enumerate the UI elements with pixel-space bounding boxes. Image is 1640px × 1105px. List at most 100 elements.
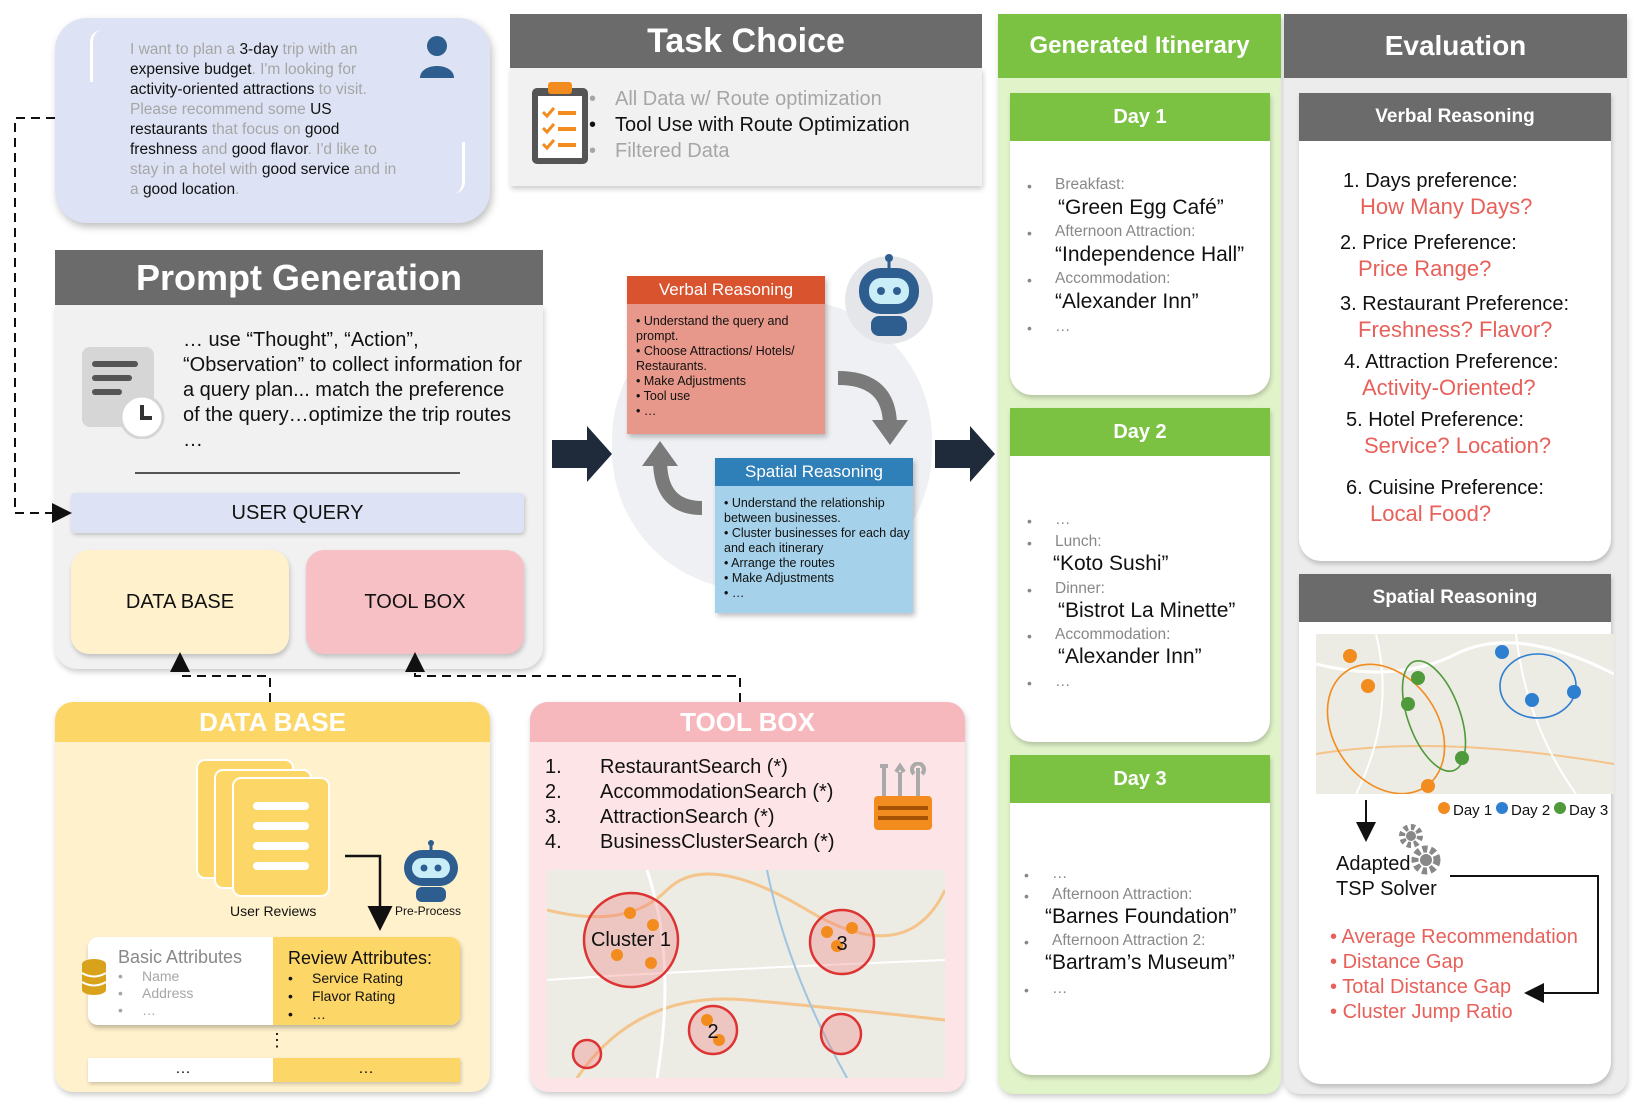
itinerary-label: … (1055, 511, 1071, 528)
divider (135, 472, 460, 474)
tool-restaurant-search: RestaurantSearch (*) (600, 756, 788, 778)
bullet: • (1027, 272, 1032, 288)
review-attributes-list: Service Rating Flavor Rating … (288, 969, 403, 1023)
review-attributes-title: Review Attributes: (288, 948, 433, 968)
flow-arrow-right (552, 426, 612, 482)
metric-cluster-jump-ratio: • Cluster Jump Ratio (1330, 1001, 1513, 1023)
preference-answer: Activity-Oriented? (1362, 375, 1536, 400)
toolbox-panel-title: TOOL BOX (530, 702, 965, 742)
query-highlight: good freshness (130, 121, 340, 158)
verbal-reasoning-title: Verbal Reasoning (627, 276, 825, 304)
cluster-3: 3 (808, 908, 876, 976)
preference-question: 3. Restaurant Preference: (1340, 293, 1570, 315)
query-text-segment: I want to plan a (130, 41, 240, 58)
itinerary-label: Breakfast: (1055, 176, 1125, 193)
task-option-filtered-data[interactable]: Filtered Data (589, 140, 729, 163)
itinerary-label: Afternoon Attraction: (1052, 886, 1193, 903)
list-item: • Tool use (636, 389, 691, 403)
query-text-segment: and (197, 141, 232, 158)
robot-icon (845, 254, 933, 344)
itinerary-value: “Alexander Inn” (1058, 645, 1202, 668)
user-query-text: I want to plan a 3-day trip with an expe… (130, 40, 398, 200)
list-item: • Cluster businesses for each day and ea… (724, 526, 910, 555)
itinerary-label: Lunch: (1055, 533, 1102, 550)
cluster-label: 3 (836, 933, 847, 955)
bullet: • (1027, 628, 1032, 644)
query-text-segment: that focus on (207, 121, 305, 138)
day-2-route (1495, 645, 1581, 719)
toolbox-box: TOOL BOX (306, 550, 524, 654)
bullet: • (1027, 582, 1032, 598)
query-text-segment: . I'm looking for (251, 61, 357, 78)
tool-number: 4. (545, 831, 562, 853)
day-card (1010, 93, 1270, 395)
legend-swatch-day-1 (1438, 802, 1450, 814)
day-1-route (1326, 649, 1446, 794)
list-item: • Make Adjustments (636, 374, 746, 388)
prompt-generation-title: Prompt Generation (55, 250, 543, 305)
user-icon (420, 36, 454, 78)
preference-answer: Local Food? (1370, 501, 1492, 526)
query-text-segment: trip with an (278, 41, 358, 58)
cluster-label: 2 (707, 1021, 718, 1043)
list-item: • Arrange the routes (724, 556, 835, 570)
itinerary-value: “Barnes Foundation” (1045, 905, 1237, 928)
tool-attraction-search: AttractionSearch (*) (600, 806, 775, 828)
verbal-reasoning-list: • Understand the query and prompt. • Cho… (636, 314, 822, 419)
legend-day-2: Day 2 (1511, 802, 1551, 819)
vertical-ellipsis: ⋮ (268, 1030, 286, 1050)
preference-answer: How Many Days? (1360, 194, 1533, 219)
legend-day-1: Day 1 (1453, 802, 1493, 819)
task-option-all-data[interactable]: All Data w/ Route optimization (589, 88, 882, 111)
quote-bracket-right (453, 142, 465, 194)
legend-swatch-day-3 (1554, 802, 1566, 814)
bullet: • (1024, 888, 1029, 904)
prompt-text: … use “Thought”, “Action”, “Observation”… (183, 329, 523, 451)
preference-answer: Service? Location? (1364, 433, 1552, 458)
preference-answer: Freshness? Flavor? (1358, 317, 1553, 342)
itinerary-label: … (1055, 318, 1071, 335)
tool-number: 2. (545, 781, 562, 803)
tool-business-cluster-search: BusinessClusterSearch (*) (600, 831, 835, 853)
preference-question: 6. Cuisine Preference: (1346, 477, 1544, 499)
itinerary-label: Accommodation: (1055, 270, 1171, 287)
bullet: • (1027, 225, 1032, 241)
query-text-segment: . I'd like to stay in a hotel with (130, 141, 377, 178)
quote-bracket-left (90, 30, 102, 82)
bullet: • (1024, 934, 1029, 950)
toolbox-icon (874, 762, 932, 830)
user-query-box: USER QUERY (71, 493, 524, 533)
verbal-reasoning-eval-title: Verbal Reasoning (1299, 93, 1611, 141)
preference-answer: Price Range? (1358, 256, 1492, 281)
task-option-tool-use[interactable]: Tool Use with Route Optimization (589, 114, 910, 137)
metric-total-distance-gap: • Total Distance Gap (1330, 976, 1512, 998)
database-box: DATA BASE (71, 550, 289, 654)
query-text-segment: and in a (130, 161, 397, 198)
itinerary-value: “Bartram’s Museum” (1045, 951, 1235, 974)
itinerary-label: Accommodation: (1055, 626, 1171, 643)
legend-swatch-day-2 (1496, 802, 1508, 814)
query-highlight: good flavor (231, 141, 308, 158)
row-ellipsis-right: … (358, 1060, 374, 1077)
cluster-1: Cluster 1 (582, 891, 680, 989)
list-item: Flavor Rating (288, 987, 403, 1005)
query-text-segment: . (235, 181, 240, 198)
legend-day-3: Day 3 (1569, 802, 1609, 819)
query-highlight: activity-oriented attractions (130, 81, 315, 98)
list-item: Service Rating (288, 969, 403, 987)
basic-attributes-list: Name Address … (118, 968, 193, 1019)
user-query-bubble (55, 18, 490, 223)
itinerary-label: Afternoon Attraction 2: (1052, 932, 1206, 949)
cluster-2: 2 (687, 1004, 739, 1056)
day-3-route (1401, 659, 1469, 773)
preference-question: 5. Hotel Preference: (1346, 409, 1524, 431)
query-highlight: expensive budget (130, 61, 252, 78)
preference-question: 1. Days preference: (1343, 170, 1518, 192)
bullet: • (1024, 982, 1029, 998)
flow-arrow-right (935, 426, 995, 482)
verbal-reasoning-eval-card (1299, 93, 1611, 561)
preprocess-label: Pre-Process (395, 904, 462, 918)
user-reviews-label: User Reviews (230, 903, 317, 919)
spatial-reasoning-eval-title: Spatial Reasoning (1299, 574, 1611, 622)
day-3-header: Day 3 (1010, 755, 1270, 803)
